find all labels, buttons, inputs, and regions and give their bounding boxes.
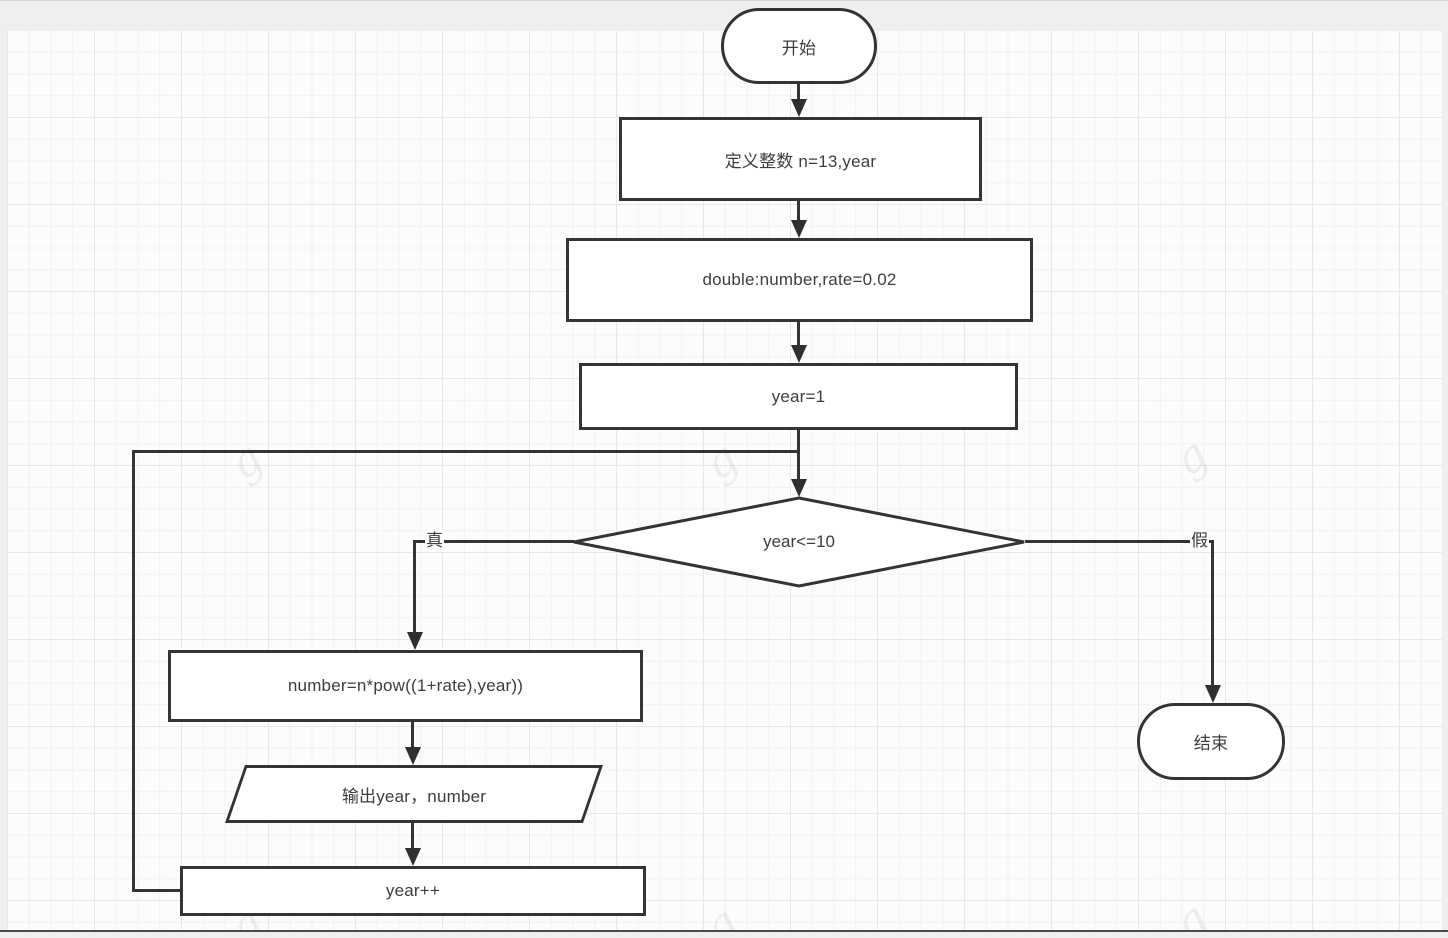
arrowhead-icon [791,220,807,238]
canvas-margin-top [0,0,1448,31]
arrowhead-icon [407,632,423,650]
node-output-label: 输出year，number [341,786,487,806]
canvas-margin-left [0,30,7,938]
canvas-margin-right [1442,30,1448,938]
node-condition-shape[interactable] [571,495,1027,589]
node-declare-double[interactable]: double:number,rate=0.02 [566,238,1033,322]
connector-loop-left-segment[interactable] [132,450,135,891]
node-start[interactable]: 开始 [721,8,877,84]
node-compute[interactable]: number=n*pow((1+rate),year)) [168,650,643,722]
connector-loop-bottom-segment[interactable] [132,889,180,892]
arrowhead-icon [791,479,807,497]
connector-true-vertical[interactable] [413,540,416,634]
arrowhead-icon [1205,685,1221,703]
connector-declaredouble-inityear[interactable] [797,322,800,346]
canvas-edge-line [0,930,1448,932]
arrowhead-icon [791,345,807,363]
connector-compute-output[interactable] [411,722,414,749]
arrowhead-icon [405,747,421,765]
connector-false-horizontal[interactable] [1025,540,1213,543]
canvas-margin-bottom [0,932,1448,938]
node-output[interactable]: 输出year，number [225,765,603,823]
edge-label-true: 真 [425,530,444,552]
connector-false-vertical[interactable] [1211,540,1214,687]
connector-inityear-condition[interactable] [797,430,800,481]
node-declare-int[interactable]: 定义整数 n=13,year [619,117,982,201]
connector-output-increment[interactable] [411,823,414,850]
connector-declareint-declaredouble[interactable] [797,201,800,221]
node-increment[interactable]: year++ [180,866,646,916]
node-init-year[interactable]: year=1 [579,363,1018,430]
connector-true-horizontal[interactable] [414,540,574,543]
arrowhead-icon [791,99,807,117]
edge-label-false: 假 [1190,530,1209,552]
node-end[interactable]: 结束 [1137,703,1285,780]
arrowhead-icon [405,848,421,866]
connector-loop-top-segment[interactable] [133,450,799,453]
node-condition-label: year<=10 [763,532,835,551]
connector-start-declareint[interactable] [797,84,800,101]
